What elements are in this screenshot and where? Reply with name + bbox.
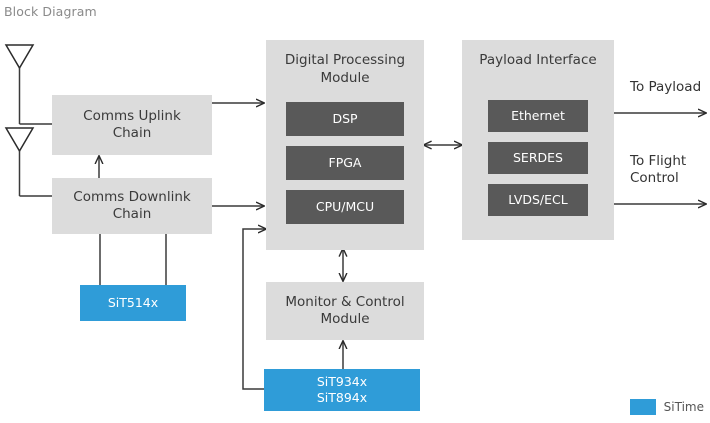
legend: SiTime (629, 399, 704, 415)
subblock-ethernet[interactable]: Ethernet (488, 100, 588, 132)
legend-swatch-sitime (629, 399, 656, 415)
subblock-serdes-label: SERDES (513, 150, 563, 165)
subblock-dsp-label: DSP (332, 111, 358, 126)
subblock-ethernet-label: Ethernet (511, 108, 565, 123)
block-sit514x[interactable]: SiT514x (80, 285, 186, 321)
subblock-cpu-mcu-label: CPU/MCU (315, 199, 375, 214)
block-comms-downlink-chain[interactable]: Comms Downlink Chain (52, 178, 212, 234)
subblock-cpu-mcu[interactable]: CPU/MCU (286, 190, 404, 224)
uplink-antenna-symbol (4, 44, 52, 125)
subblock-serdes[interactable]: SERDES (488, 142, 588, 174)
subblock-dsp[interactable]: DSP (286, 102, 404, 136)
block-monitor-control-module[interactable]: Monitor & Control Module (266, 282, 424, 340)
subblock-lvds-ecl[interactable]: LVDS/ECL (488, 184, 588, 216)
page-title: Block Diagram (4, 4, 97, 19)
block-sit934x-sit894x-label: SiT934x SiT894x (316, 374, 368, 405)
digital-processing-module-title: Digital Processing Module (284, 52, 406, 86)
subblock-fpga-label: FPGA (328, 155, 362, 170)
label-to-payload: To Payload (630, 79, 702, 95)
block-comms-downlink-chain-label: Comms Downlink Chain (73, 188, 191, 222)
block-digital-processing-module[interactable]: Digital Processing Module DSP FPGA CPU/M… (266, 40, 424, 250)
block-comms-uplink-chain[interactable]: Comms Uplink Chain (52, 95, 212, 155)
downlink-antenna-symbol (4, 127, 52, 197)
subblock-lvds-ecl-label: LVDS/ECL (508, 192, 568, 207)
block-sit934x-sit894x[interactable]: SiT934x SiT894x (264, 369, 420, 411)
block-payload-interface[interactable]: Payload Interface Ethernet SERDES LVDS/E… (462, 40, 614, 240)
label-to-flight-control: To Flight Control (630, 153, 687, 186)
block-sit514x-label: SiT514x (107, 295, 159, 310)
payload-interface-title: Payload Interface (479, 52, 597, 68)
legend-label-sitime: SiTime (663, 400, 704, 414)
block-comms-uplink-chain-label: Comms Uplink Chain (83, 107, 181, 141)
subblock-fpga[interactable]: FPGA (286, 146, 404, 180)
block-monitor-control-module-label: Monitor & Control Module (285, 293, 405, 327)
